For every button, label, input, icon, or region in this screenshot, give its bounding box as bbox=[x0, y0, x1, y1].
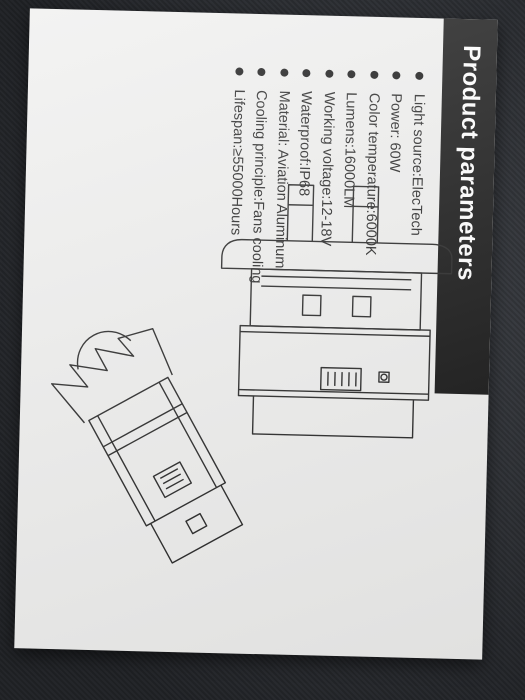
product-card: Product parameters Light source:ElecTech… bbox=[14, 8, 498, 660]
bulb-9005-drawing bbox=[51, 328, 244, 564]
bulb-h7-drawing bbox=[220, 184, 453, 439]
card-content: Product parameters Light source:ElecTech… bbox=[14, 8, 498, 659]
bulb-illustration bbox=[51, 184, 453, 564]
